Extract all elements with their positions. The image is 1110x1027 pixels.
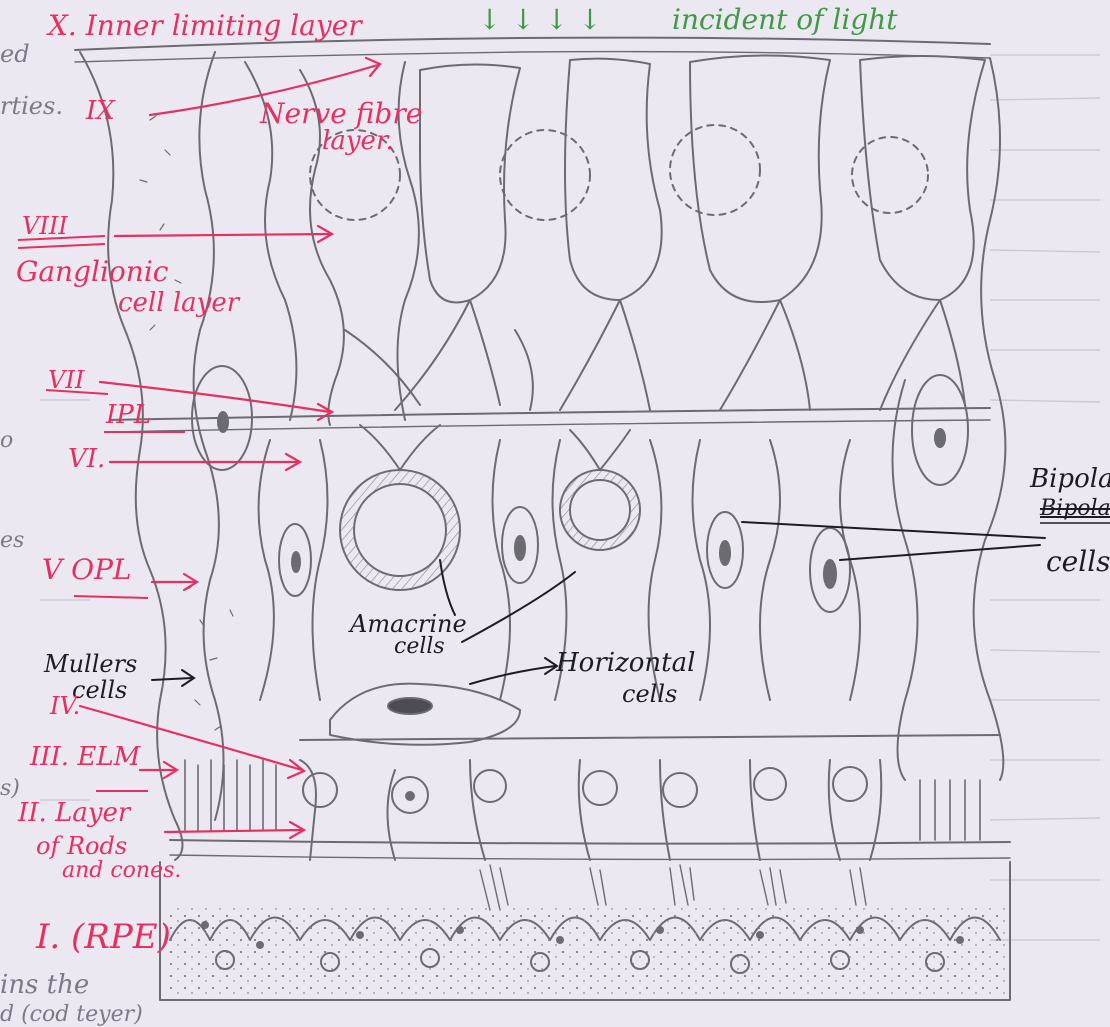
red-pointer-arrows bbox=[80, 58, 380, 838]
label-iii-elm: III. ELM bbox=[30, 744, 140, 770]
label-v-opl: V OPL bbox=[42, 556, 132, 584]
label-viii: VIII bbox=[22, 214, 68, 238]
horizontal-cell bbox=[330, 684, 520, 745]
label-nerve-fibre-layer: layer. bbox=[322, 128, 394, 154]
label-horizontal: Horizontal bbox=[556, 650, 695, 676]
ganglion-cell-1 bbox=[420, 64, 520, 302]
ganglion-cell-4 bbox=[860, 56, 985, 300]
margin-text-1: ed bbox=[0, 42, 30, 66]
outer-plexiform-layer bbox=[300, 735, 1000, 740]
label-ii-cones: and cones. bbox=[62, 860, 181, 882]
label-ii-rods: of Rods bbox=[36, 834, 127, 858]
incident-light-arrows: ↓↓↓↓ bbox=[478, 6, 612, 34]
pencil-drawing bbox=[75, 38, 1010, 1000]
label-horizontal-cells: cells bbox=[622, 682, 677, 706]
label-incident-light: incident of light bbox=[672, 6, 898, 34]
label-bipolar-cells: cells bbox=[1046, 548, 1110, 576]
margin-text-7: d (cod teyer) bbox=[0, 1004, 143, 1026]
label-nerve-fibre: Nerve fibre bbox=[260, 100, 422, 128]
label-ii-layer: II. Layer bbox=[18, 800, 130, 826]
label-iv: IV. bbox=[50, 694, 80, 718]
label-i-rpe: I. (RPE) bbox=[36, 920, 171, 954]
label-mullers-cells: cells bbox=[72, 678, 127, 702]
margin-text-2: rties. bbox=[0, 94, 63, 118]
label-ix: IX bbox=[86, 98, 115, 124]
label-vi: VI. bbox=[68, 446, 105, 472]
label-amacrine-cells: cells bbox=[394, 636, 445, 658]
label-vii: VII bbox=[48, 368, 84, 392]
inner-plexiform-layer bbox=[110, 408, 990, 420]
ganglion-cell-3 bbox=[690, 55, 830, 302]
label-ganglionic: Ganglionic bbox=[16, 258, 168, 286]
margin-text-4: es bbox=[0, 530, 24, 552]
label-bipolar-struck: Bipolar bbox=[1040, 498, 1110, 520]
label-amacrine: Amacrine bbox=[350, 612, 467, 636]
arrow-horizontal bbox=[470, 666, 555, 684]
label-ganglion-cell-layer: cell layer bbox=[118, 290, 239, 316]
margin-text-6: ins the bbox=[0, 972, 89, 998]
margin-text-5: s) bbox=[0, 778, 20, 800]
margin-text-3: o bbox=[0, 430, 13, 452]
bipolar-pointer bbox=[742, 522, 1045, 538]
arrow-mullers bbox=[152, 678, 192, 680]
label-bipolar: Bipolar bbox=[1030, 466, 1110, 492]
label-mullers: Mullers bbox=[44, 652, 137, 676]
ganglion-cell-2 bbox=[565, 59, 662, 300]
arrow-viii bbox=[115, 234, 330, 236]
label-inner-limiting-layer: X. Inner limiting layer bbox=[48, 12, 362, 40]
label-ipl: IPL bbox=[106, 402, 151, 428]
